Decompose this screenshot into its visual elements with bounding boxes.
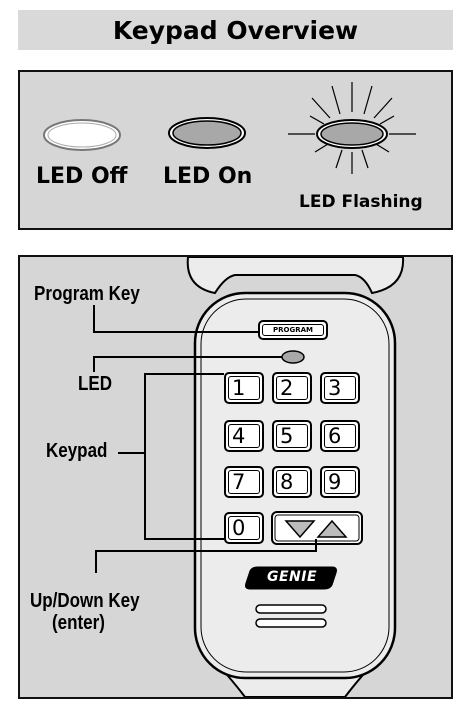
updown-key-callout-sub: (enter) xyxy=(52,612,105,634)
key-0[interactable]: 0 xyxy=(224,512,264,544)
speaker-slot xyxy=(255,604,327,614)
led-off-label: LED Off xyxy=(36,164,128,189)
led-legend-art xyxy=(43,82,416,174)
key-7[interactable]: 7 xyxy=(224,466,264,498)
program-key-leader xyxy=(93,305,258,333)
updown-leader xyxy=(95,539,317,573)
brand-badge xyxy=(245,566,337,590)
keypad-callout: Keypad xyxy=(46,440,108,462)
speaker-slot xyxy=(255,618,327,628)
led-legend-panel: LED Off LED On LED Flashing xyxy=(18,70,453,230)
key-1[interactable]: 1 xyxy=(224,372,264,404)
led-flashing-icon xyxy=(288,82,416,174)
key-6[interactable]: 6 xyxy=(320,420,360,452)
led-leader xyxy=(93,356,282,372)
led-flashing-label: LED Flashing xyxy=(299,192,423,212)
keypad-bracket xyxy=(144,373,224,540)
program-key-callout: Program Key xyxy=(34,283,140,305)
led-on-label: LED On xyxy=(163,164,253,189)
key-8[interactable]: 8 xyxy=(272,466,312,498)
key-5[interactable]: 5 xyxy=(272,420,312,452)
key-9[interactable]: 9 xyxy=(320,466,360,498)
led-off-icon xyxy=(43,119,121,151)
led-on-icon xyxy=(168,117,246,149)
led-callout: LED xyxy=(78,373,112,395)
updown-key-callout: Up/Down Key xyxy=(30,590,140,612)
genie-logo: GENIE xyxy=(266,569,318,585)
title-bar: Keypad Overview xyxy=(18,10,453,50)
callout-lines xyxy=(93,305,317,573)
led-indicator xyxy=(281,350,305,364)
page-title: Keypad Overview xyxy=(112,15,359,45)
key-2[interactable]: 2 xyxy=(272,372,312,404)
key-3[interactable]: 3 xyxy=(320,372,360,404)
key-4[interactable]: 4 xyxy=(224,420,264,452)
program-key[interactable]: PROGRAM xyxy=(258,320,328,340)
keypad-diagram-panel: PROGRAM 1 2 3 4 5 6 7 8 9 0 GENIE Progra… xyxy=(18,255,453,699)
up-arrow-icon xyxy=(316,519,348,538)
down-arrow-icon xyxy=(284,520,316,539)
